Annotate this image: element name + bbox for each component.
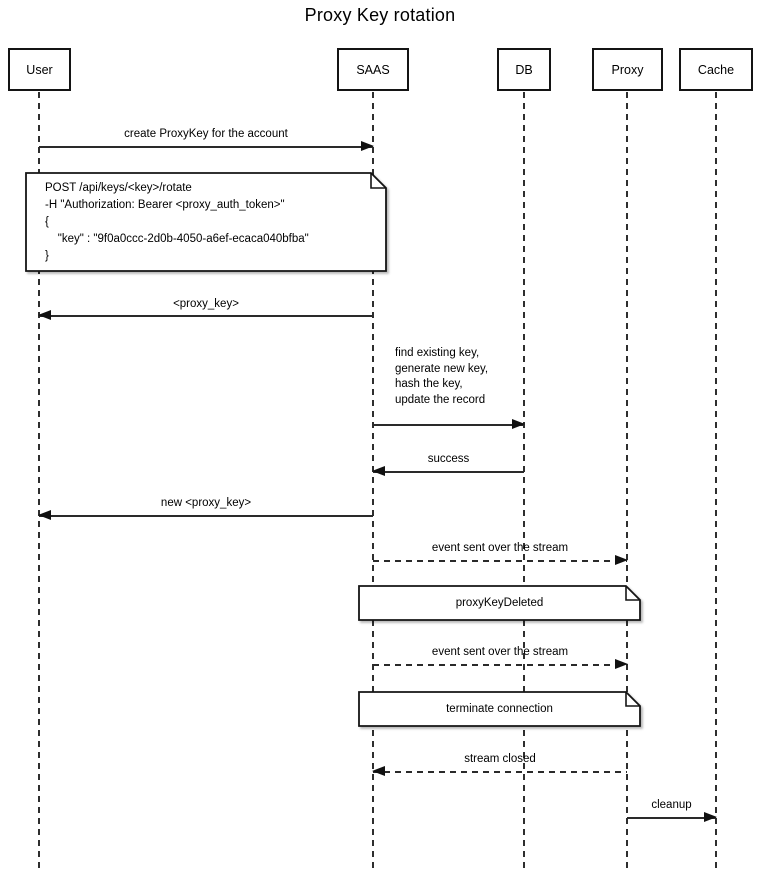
message-line-event-stream-1 bbox=[373, 555, 628, 566]
note-terminate-connection-text: terminate connection bbox=[446, 702, 553, 715]
message-label-create-proxykey: create ProxyKey for the account bbox=[124, 128, 288, 140]
message-label-update-record: find existing key, generate new key, has… bbox=[395, 347, 489, 406]
note-rotate-request: POST /api/keys/<key>/rotate -H "Authoriz… bbox=[25, 172, 387, 272]
message-label-proxy-key: <proxy_key> bbox=[173, 298, 239, 310]
message-label-new-proxy-key: new <proxy_key> bbox=[160, 497, 252, 509]
message-line-success bbox=[372, 466, 524, 477]
message-line-stream-closed bbox=[372, 766, 627, 777]
arrowhead-right-icon bbox=[361, 141, 374, 152]
message-line-update-record bbox=[373, 419, 525, 430]
arrowhead-right-icon bbox=[615, 555, 628, 566]
message-line-event-stream-2 bbox=[373, 659, 628, 670]
arrowhead-right-icon bbox=[615, 659, 628, 670]
arrowhead-left-icon bbox=[38, 310, 51, 321]
actor-label-db: DB bbox=[515, 62, 533, 77]
actor-label-proxy: Proxy bbox=[611, 62, 644, 77]
actor-box-user: User bbox=[8, 48, 71, 91]
message-line-create-proxykey bbox=[39, 141, 374, 152]
message-label-event-stream-1: event sent over the stream bbox=[431, 542, 569, 554]
message-label-event-stream-2: event sent over the stream bbox=[431, 646, 569, 658]
diagram-title: Proxy Key rotation bbox=[304, 5, 456, 25]
message-label-success: success bbox=[427, 453, 470, 465]
message-line-proxy-key bbox=[38, 310, 373, 321]
note-shape bbox=[358, 585, 641, 621]
actor-box-cache: Cache bbox=[679, 48, 753, 91]
note-shape bbox=[25, 172, 387, 272]
note-shape bbox=[358, 691, 641, 727]
arrowhead-left-icon bbox=[372, 466, 385, 477]
message-line-cleanup bbox=[627, 812, 717, 823]
arrowhead-right-icon bbox=[512, 419, 525, 430]
lifeline-user bbox=[38, 92, 40, 873]
lifeline-proxy bbox=[626, 92, 628, 873]
arrowhead-left-icon bbox=[372, 766, 385, 777]
lifeline-saas bbox=[372, 92, 374, 873]
lifeline-db bbox=[523, 92, 525, 873]
message-label-stream-closed: stream closed bbox=[464, 753, 536, 765]
message-line-new-proxy-key bbox=[38, 510, 373, 521]
actor-label-cache: Cache bbox=[697, 62, 735, 77]
actor-label-user: User bbox=[26, 62, 53, 77]
note-rotate-request-text: POST /api/keys/<key>/rotate -H "Authoriz… bbox=[45, 182, 309, 262]
actor-box-saas: SAAS bbox=[337, 48, 409, 91]
actor-box-proxy: Proxy bbox=[592, 48, 663, 91]
note-proxykey-deleted: proxyKeyDeleted bbox=[358, 585, 641, 621]
actor-box-db: DB bbox=[497, 48, 551, 91]
arrowhead-left-icon bbox=[38, 510, 51, 521]
note-proxykey-deleted-text: proxyKeyDeleted bbox=[455, 596, 544, 609]
lifeline-cache bbox=[715, 92, 717, 873]
note-terminate-connection: terminate connection bbox=[358, 691, 641, 727]
message-label-cleanup: cleanup bbox=[651, 799, 692, 811]
actor-label-saas: SAAS bbox=[356, 62, 390, 77]
arrowhead-right-icon bbox=[704, 812, 717, 823]
